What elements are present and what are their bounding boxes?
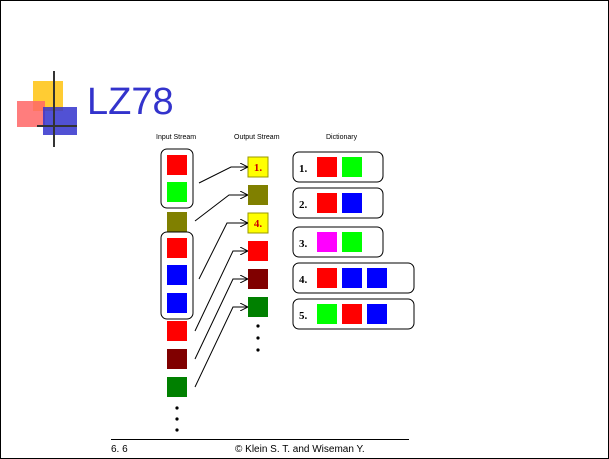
- dictionary-entry-box: [292, 151, 384, 183]
- input-square-olive: [167, 212, 187, 232]
- title-accent-vertical-line: [53, 71, 55, 147]
- mapping-arrow: [198, 167, 247, 184]
- continuation-dot: [175, 428, 179, 432]
- input-square-darkgreen: [167, 377, 187, 397]
- footer-copyright: © Klein S. T. and Wiseman Y.: [235, 444, 365, 455]
- dictionary-entry-label: 1.: [299, 163, 308, 175]
- dictionary-square-red: [342, 304, 362, 324]
- dictionary-square-green: [342, 157, 362, 177]
- footer-page-number: 6. 6: [111, 444, 128, 455]
- dictionary-square-blue: [342, 193, 362, 213]
- dictionary-entry-label: 2.: [299, 199, 308, 211]
- input-phrase-box: [160, 231, 194, 320]
- output-stream-header: Output Stream: [234, 134, 280, 141]
- mapping-arrow: [194, 279, 247, 360]
- title-accent-blue-square: [43, 107, 77, 135]
- dictionary-entry-2: 2.: [292, 187, 384, 219]
- output-pointer-label: 4.: [254, 218, 263, 230]
- continuation-dot: [175, 406, 179, 410]
- dictionary-entry-box: [292, 298, 415, 330]
- mapping-arrow: [198, 223, 247, 280]
- output-pointer-label: 1.: [254, 162, 263, 174]
- dictionary-square-red: [317, 193, 337, 213]
- dictionary-square-magenta: [317, 232, 337, 252]
- title-accent-horizontal-line: [37, 125, 77, 127]
- footer-divider: [111, 439, 409, 440]
- dictionary-entry-label: 4.: [299, 274, 308, 286]
- output-square-red: [248, 241, 268, 261]
- input-square-red: [167, 155, 187, 175]
- dictionary-entry-5: 5.: [292, 298, 415, 330]
- dictionary-square-blue: [342, 268, 362, 288]
- output-square-darkgreen: [248, 297, 268, 317]
- dictionary-entry-box: [292, 226, 384, 258]
- output-pointer-4: [247, 212, 269, 234]
- input-square-red: [167, 321, 187, 341]
- dictionary-entry-4: 4.: [292, 262, 415, 294]
- continuation-dot: [256, 324, 260, 328]
- input-stream-header: Input Stream: [156, 134, 197, 141]
- dictionary-square-blue: [367, 304, 387, 324]
- slide-title: LZ78: [87, 81, 174, 123]
- mapping-arrow: [194, 195, 247, 222]
- dictionary-header: Dictionary: [326, 134, 358, 141]
- input-square-blue: [167, 293, 187, 313]
- dictionary-square-blue: [367, 268, 387, 288]
- input-square-maroon: [167, 349, 187, 369]
- input-phrase-box: [160, 148, 194, 209]
- input-square-red: [167, 238, 187, 258]
- dictionary-square-green: [342, 232, 362, 252]
- continuation-dot: [256, 336, 260, 340]
- input-square-green: [167, 182, 187, 202]
- dictionary-square-red: [317, 268, 337, 288]
- dictionary-entry-box: [292, 262, 415, 294]
- dictionary-entry-box: [292, 187, 384, 219]
- dictionary-entry-label: 3.: [299, 238, 308, 250]
- mapping-arrow: [194, 307, 247, 388]
- dictionary-square-red: [317, 157, 337, 177]
- output-square-olive: [248, 185, 268, 205]
- continuation-dot: [256, 348, 260, 352]
- output-pointer-1: [247, 156, 269, 178]
- dictionary-entry-1: 1.: [292, 151, 384, 183]
- input-square-blue: [167, 265, 187, 285]
- dictionary-square-green: [317, 304, 337, 324]
- mapping-arrow: [194, 251, 247, 332]
- output-square-maroon: [248, 269, 268, 289]
- dictionary-entry-3: 3.: [292, 226, 384, 258]
- dictionary-entry-label: 5.: [299, 310, 308, 322]
- continuation-dot: [175, 417, 179, 421]
- title-accent-red-square: [17, 101, 45, 127]
